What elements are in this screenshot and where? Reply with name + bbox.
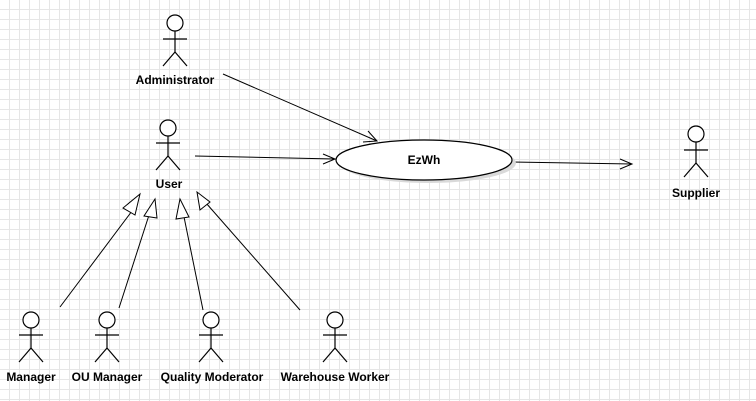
association-user-ezwh	[194, 153, 337, 165]
actor-label-warehouse-worker: Warehouse Worker	[281, 370, 390, 384]
association-ezwh-supplier	[511, 158, 634, 170]
actor-figure-icon	[94, 311, 120, 363]
actor-administrator[interactable]: Administrator	[136, 14, 215, 87]
generalization-manager-user	[59, 192, 141, 308]
actor-figure-icon	[683, 125, 709, 178]
actor-figure-icon	[18, 311, 44, 363]
actor-label-manager: Manager	[6, 370, 56, 384]
actor-label-quality-moderator: Quality Moderator	[161, 370, 264, 384]
generalization-quality-moderator-user	[175, 197, 204, 311]
actor-label-supplier: Supplier	[672, 186, 720, 200]
actor-figure-icon	[155, 119, 181, 171]
actor-ou-manager[interactable]: OU Manager	[72, 311, 143, 384]
actor-figure-icon	[162, 14, 188, 67]
actor-warehouse-worker[interactable]: Warehouse Worker	[281, 311, 390, 384]
actor-manager[interactable]: Manager	[6, 311, 56, 384]
association-administrator-ezwh	[222, 73, 379, 143]
actor-user[interactable]: User	[155, 119, 183, 191]
actor-figure-icon	[198, 311, 224, 363]
actor-label-ou-manager: OU Manager	[72, 370, 143, 384]
use-case-ezwh[interactable]: EzWh	[335, 139, 516, 183]
actor-quality-moderator[interactable]: Quality Moderator	[161, 311, 264, 384]
actor-supplier[interactable]: Supplier	[672, 125, 720, 200]
use-case-label: EzWh	[408, 153, 441, 167]
generalization-warehouse-worker-user	[196, 190, 301, 311]
actor-label-administrator: Administrator	[136, 73, 215, 87]
actor-figure-icon	[322, 311, 348, 363]
generalization-ou-manager-user	[118, 197, 158, 309]
actor-label-user: User	[156, 177, 183, 191]
